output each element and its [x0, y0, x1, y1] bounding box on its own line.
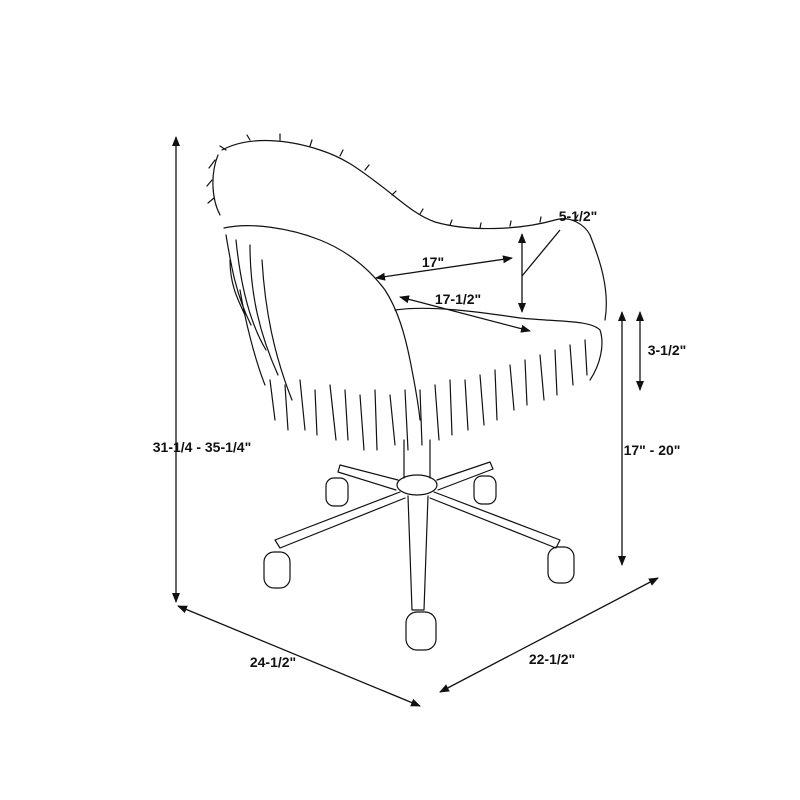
seat-width-arrow — [375, 255, 513, 281]
seat-thickness-label: 3-1/2" — [648, 342, 687, 358]
caster-back-right — [473, 475, 497, 505]
chair-casters — [263, 475, 575, 651]
seat-fur-fringe — [269, 339, 588, 451]
base-depth-label: 22-1/2" — [529, 651, 575, 667]
backrest-side-fur — [225, 234, 293, 401]
arm-height-leader-line — [521, 229, 561, 277]
chair-base-hub — [396, 474, 438, 496]
arm-height-label: 5-1/2" — [559, 208, 598, 224]
chair-base-legs — [274, 461, 561, 611]
base-width-label: 24-1/2" — [250, 654, 296, 670]
caster-back-left — [325, 477, 349, 507]
seat-depth-label: 17-1/2" — [435, 291, 481, 307]
seat-height-label: 17" - 20" — [624, 442, 681, 458]
backrest-fur-tufts — [206, 133, 579, 229]
caster-front-center — [405, 611, 437, 651]
dimension-lines — [172, 136, 659, 707]
chair-gas-lift — [403, 439, 431, 479]
caster-front-right — [547, 546, 575, 584]
seat-width-label: 17" — [422, 254, 444, 270]
caster-front-left — [263, 551, 291, 589]
base-depth-arrow — [439, 577, 659, 693]
base-width-arrow — [177, 605, 421, 707]
overall-height-label: 31-1/4 - 35-1/4" — [153, 439, 251, 455]
seat-depth-arrow — [399, 295, 531, 333]
chair-backrest — [212, 139, 591, 421]
chair-illustration — [206, 133, 607, 651]
